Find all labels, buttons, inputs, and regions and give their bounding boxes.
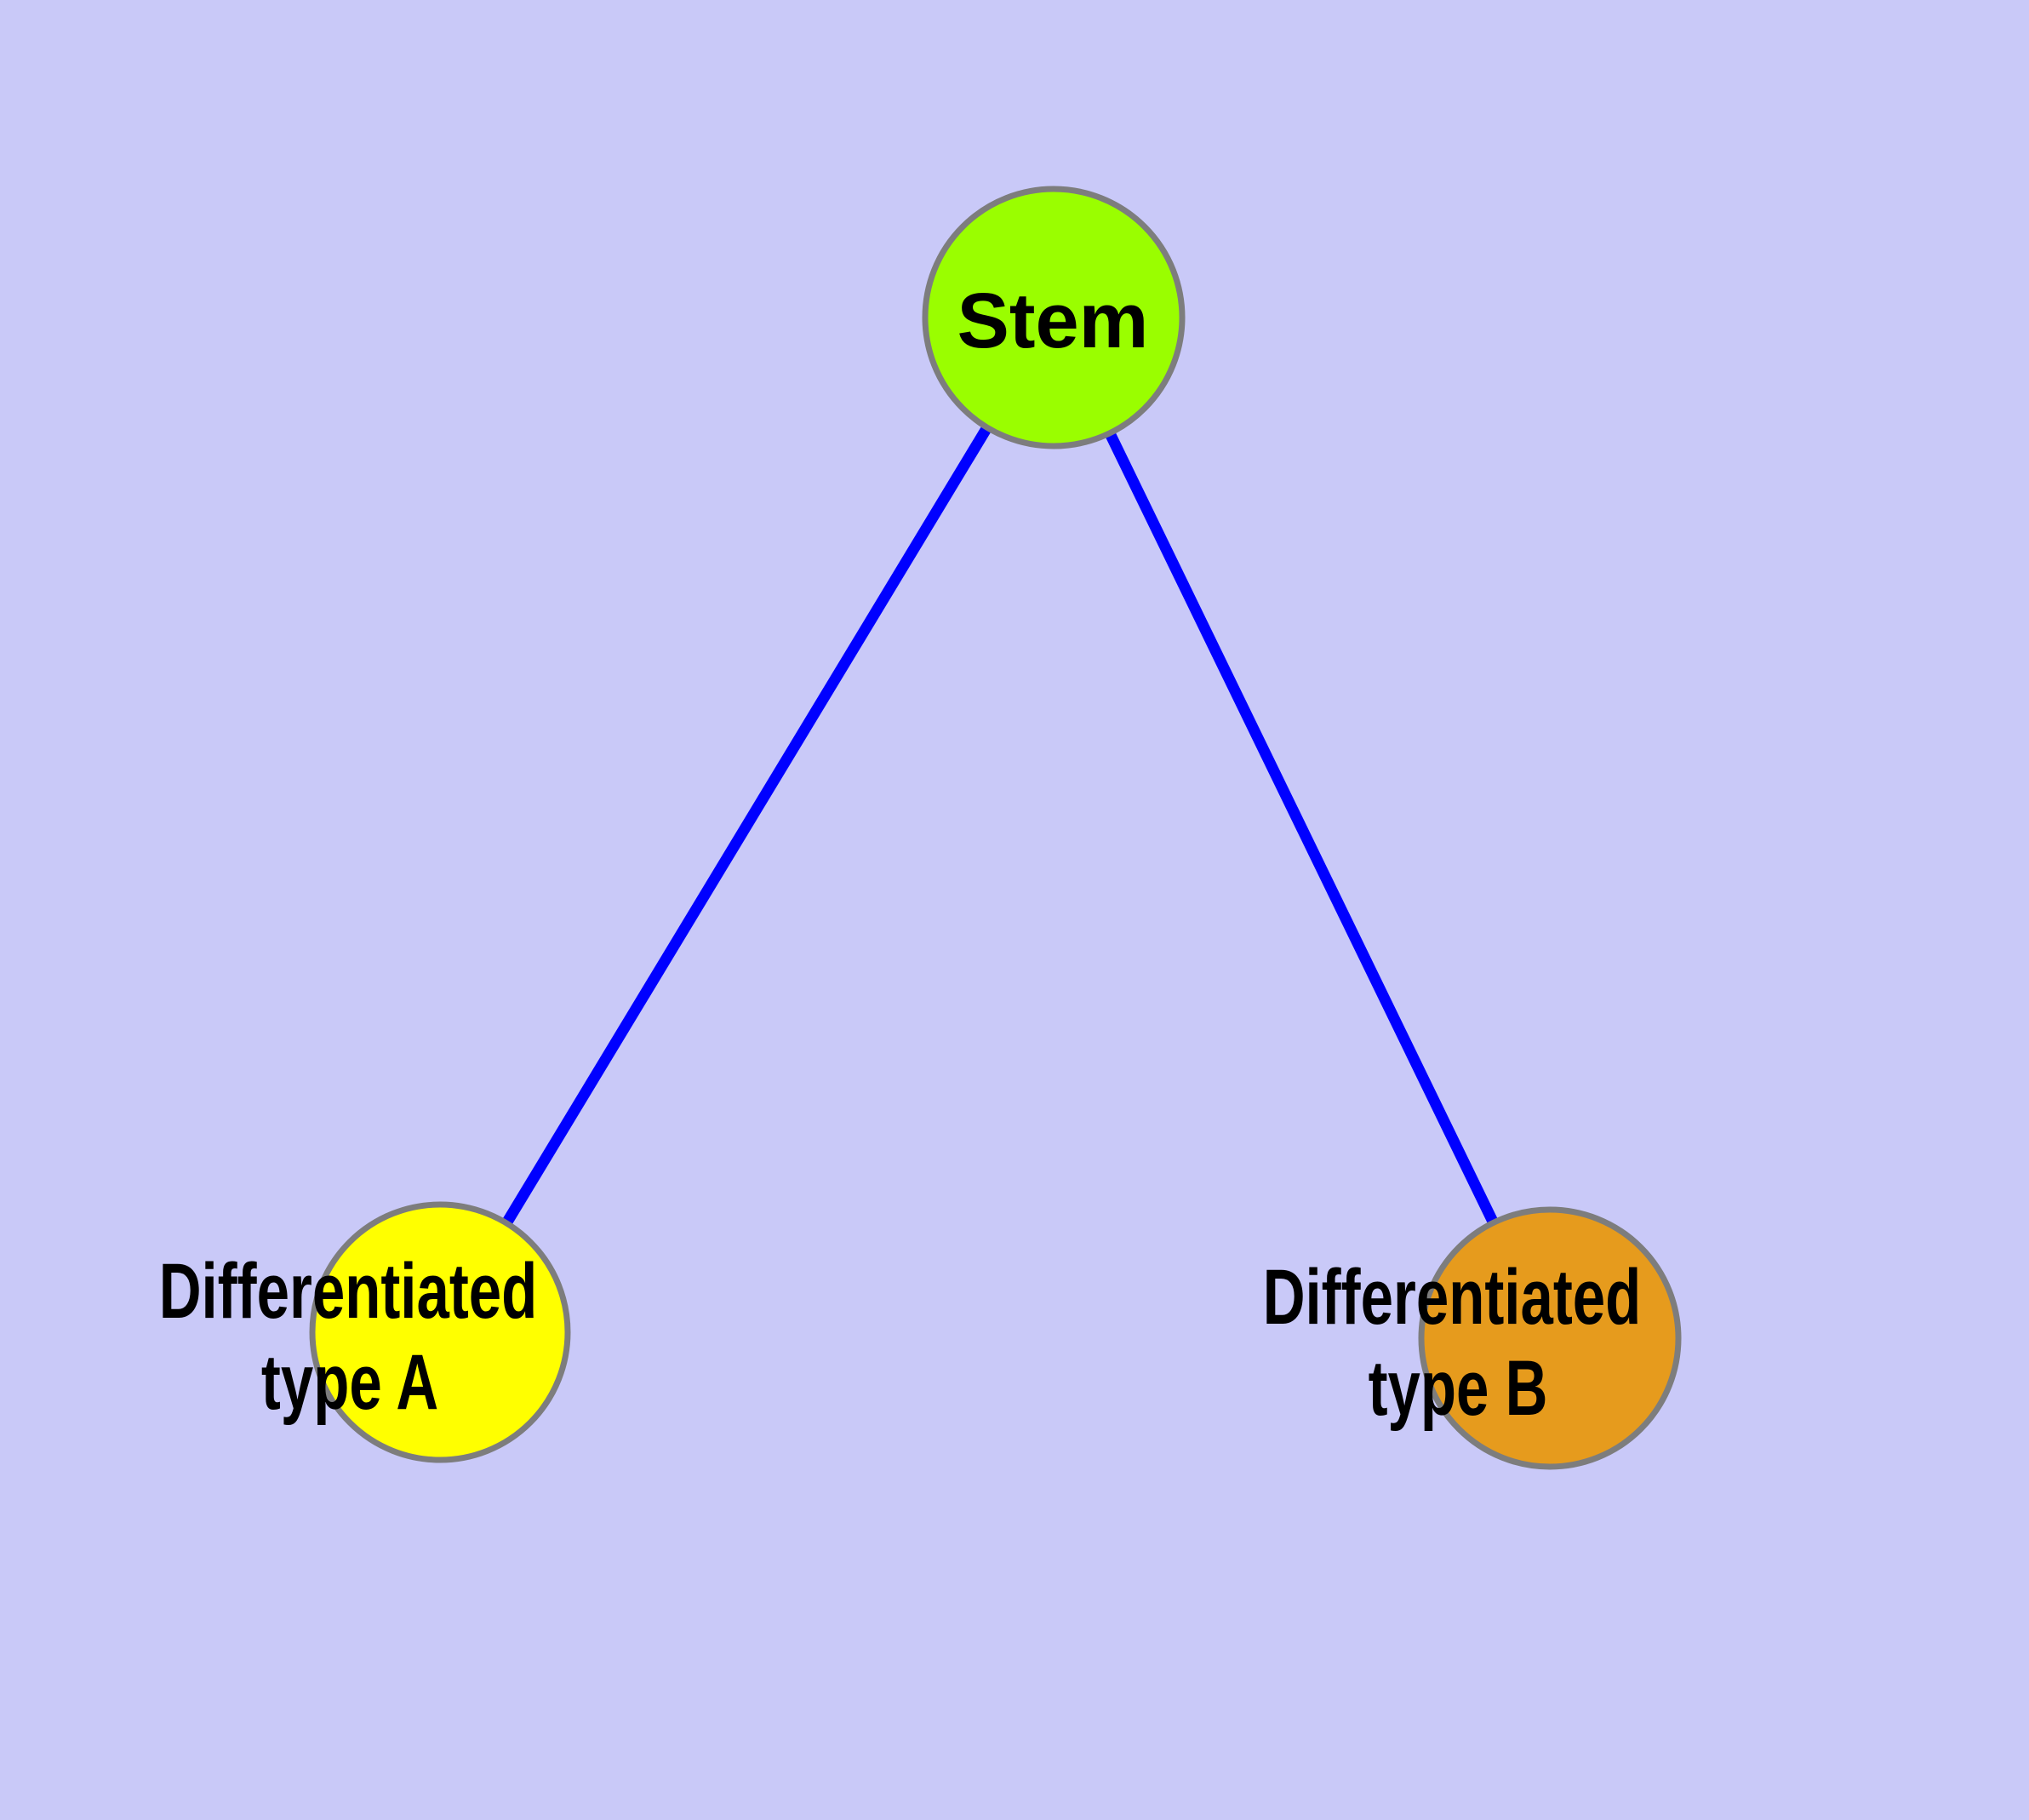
type-b-node [1418,1206,1682,1470]
type-a-node [309,1201,571,1463]
type-a-node-label-line-1: Differentiated [159,1247,538,1335]
edge-stem-to-type-b [1105,431,1499,1226]
type-a-node-label-line-2: type A [261,1338,438,1426]
edge-stem-to-type-a [501,424,992,1227]
type-b-node-label-line-1: Differentiated [1263,1253,1642,1341]
type-b-node-label-line-2: type B [1369,1344,1548,1432]
stem-node [922,186,1186,449]
stem-node-label: Stem [957,278,1149,364]
